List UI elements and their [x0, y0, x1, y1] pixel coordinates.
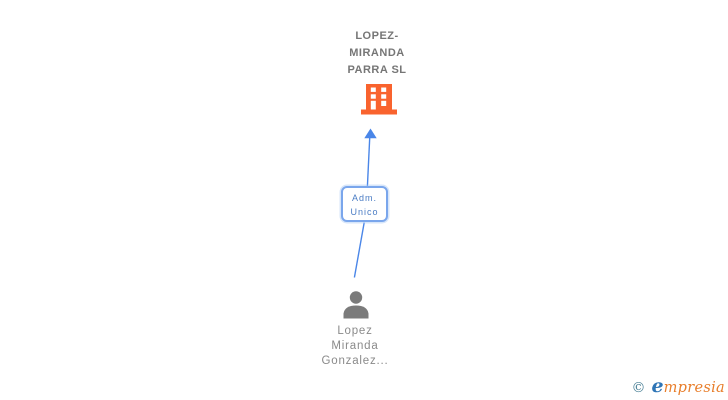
company-name-line: LOPEZ- [355, 30, 399, 42]
logo-brand-initial: e [651, 375, 664, 397]
company-name-line: MIRANDA [349, 47, 405, 59]
connector-line-lower [353, 222, 365, 278]
person-name-line: Miranda [331, 340, 379, 352]
relationship-label-line: Adm. [351, 193, 377, 203]
copyright-icon: © [631, 380, 646, 396]
building-icon[interactable] [361, 84, 397, 115]
person-icon[interactable] [343, 291, 369, 319]
logo-brand-rest: mpresia [663, 380, 725, 396]
relationship-label-box[interactable]: Adm. Unico [341, 186, 388, 222]
person-name-line: Gonzalez... [321, 355, 389, 367]
company-name-line: PARRA SL [347, 64, 407, 76]
relationship-label-line: Unico [350, 206, 379, 217]
arrow-up-icon [364, 128, 377, 139]
company-node-label[interactable]: LOPEZ- MIRANDA PARRA SL [333, 28, 421, 79]
connector-line-upper [366, 135, 371, 187]
person-node-label[interactable]: Lopez Miranda Gonzalez... [311, 324, 399, 369]
person-name-line: Lopez [337, 325, 373, 337]
